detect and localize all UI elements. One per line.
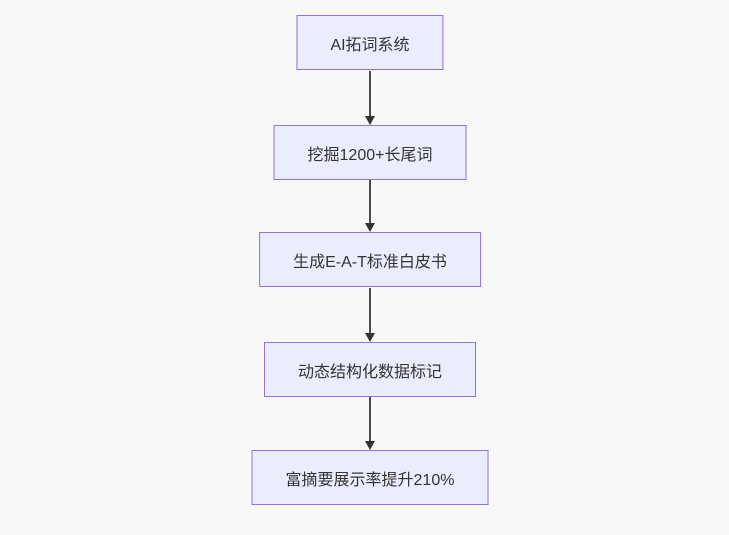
arrow-down-icon — [365, 441, 375, 450]
arrow-line — [369, 180, 371, 223]
node-eat-standard-whitepaper: 生成E-A-T标准白皮书 — [259, 232, 481, 287]
node-label: 挖掘1200+长尾词 — [307, 146, 433, 164]
arrow-line — [369, 71, 371, 116]
arrow-down-icon — [365, 333, 375, 342]
node-ai-word-expansion-system: AI拓词系统 — [296, 15, 444, 70]
node-label: 生成E-A-T标准白皮书 — [293, 253, 447, 271]
node-label: 动态结构化数据标记 — [297, 363, 443, 381]
node-label: 富摘要展示率提升210% — [285, 471, 455, 489]
arrow-down-icon — [365, 116, 375, 125]
arrow-line — [369, 288, 371, 333]
edge-arrow-3 — [364, 288, 376, 342]
arrow-line — [369, 397, 371, 441]
arrow-down-icon — [365, 223, 375, 232]
edge-arrow-1 — [364, 71, 376, 125]
node-dynamic-structured-data-markup: 动态结构化数据标记 — [263, 342, 477, 397]
node-longtail-keyword-mining: 挖掘1200+长尾词 — [273, 125, 467, 180]
edge-arrow-2 — [364, 180, 376, 232]
node-label: AI拓词系统 — [330, 36, 410, 54]
node-rich-snippet-rate-increase: 富摘要展示率提升210% — [251, 450, 489, 505]
edge-arrow-4 — [364, 397, 376, 450]
